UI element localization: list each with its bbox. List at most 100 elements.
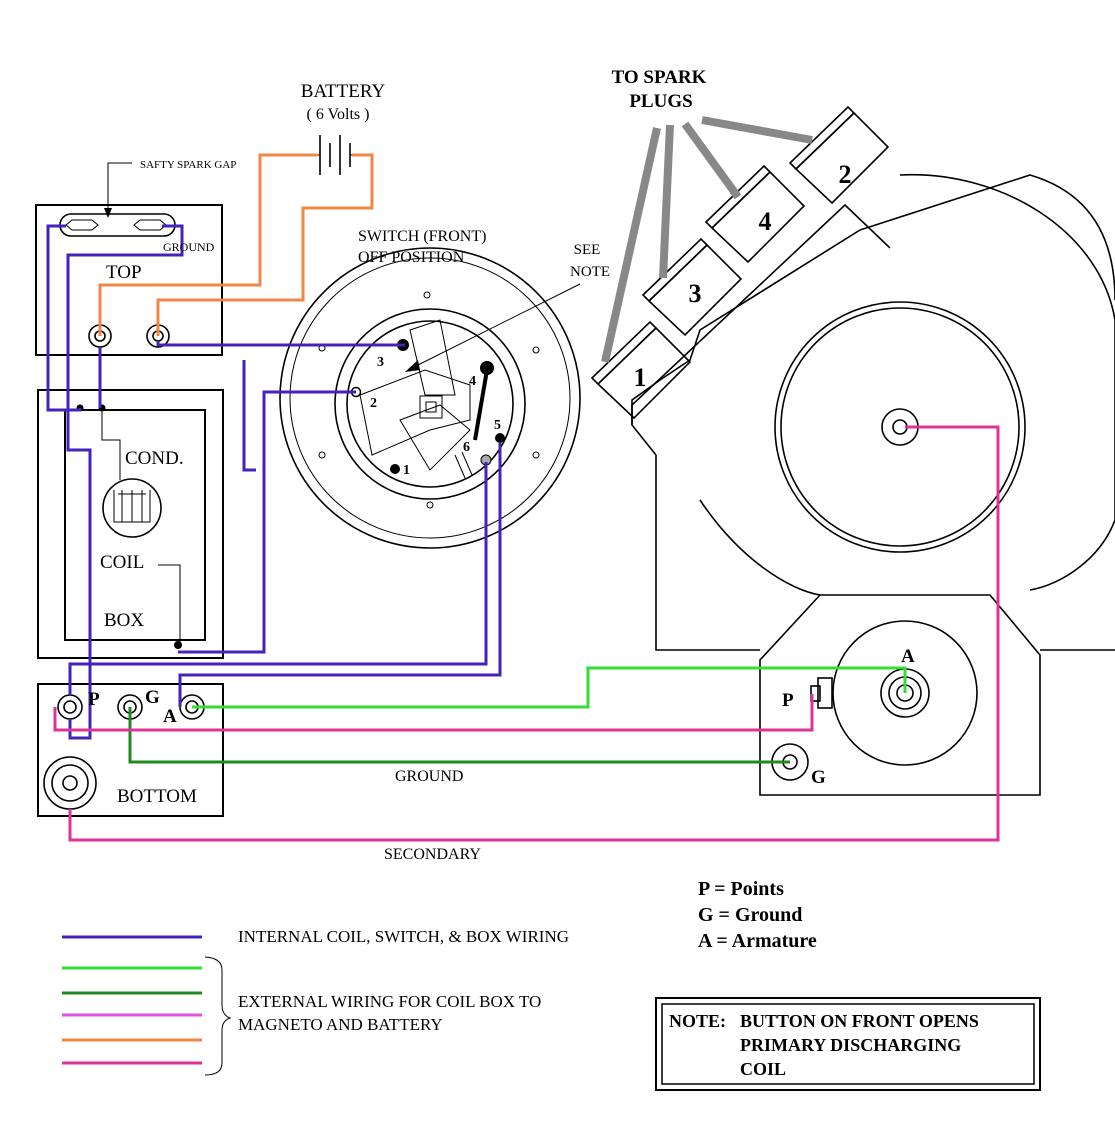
purple-internal-wiring — [46, 224, 502, 740]
legend-external-text-1: EXTERNAL WIRING FOR COIL BOX TO — [238, 992, 541, 1011]
legend-internal-text: INTERNAL COIL, SWITCH, & BOX WIRING — [238, 927, 569, 946]
note-ref-label: NOTE — [570, 264, 610, 280]
condenser-plates — [113, 490, 151, 523]
cond-label: COND. — [125, 448, 184, 469]
contact-label-4: 4 — [469, 374, 476, 389]
switch-plate-ring — [289, 257, 571, 539]
ground-wire — [128, 707, 790, 764]
contact-label-5: 5 — [494, 418, 501, 433]
note-line-1: BUTTON ON FRONT OPENS — [740, 1011, 979, 1031]
bottom-label: BOTTOM — [117, 786, 197, 807]
bottom-terminal-p — [57, 694, 83, 720]
battery-volts-label: ( 6 Volts ) — [307, 106, 370, 123]
note-prefix: NOTE: — [669, 1011, 726, 1031]
spark-gap-pointer — [107, 162, 132, 214]
ground-top-label: GROUND — [163, 240, 215, 254]
switch-dial-outer — [334, 308, 526, 500]
spark-gap-electrode-left — [65, 219, 99, 231]
spark-plug-leads — [601, 116, 813, 363]
safety-gap-label: SAFTY SPARK GAP — [140, 159, 236, 171]
plug-number-4: 4 — [759, 207, 772, 236]
orange-wire-2 — [156, 153, 374, 336]
spark-plugs-label-1: TO SPARK — [612, 67, 707, 88]
switch-label-2: OFF POSITION — [358, 249, 465, 266]
rotor-outer — [774, 301, 1026, 553]
spark-gap-arrowhead — [104, 208, 112, 218]
bottom-panel — [37, 683, 224, 817]
tower-edge — [631, 203, 891, 425]
plug-number-2: 2 — [839, 160, 852, 189]
terminal-g-label: G — [145, 687, 160, 708]
external-wiring — [53, 425, 1000, 842]
terminal-a-label: A — [163, 706, 177, 727]
orange-wire-1 — [98, 153, 318, 336]
ground-wire-label: GROUND — [395, 768, 463, 785]
coil-label: COIL — [100, 552, 144, 573]
legend-external-text-2: MAGNETO AND BATTERY — [238, 1015, 443, 1034]
plug-number-1: 1 — [634, 363, 647, 392]
box-label: BOX — [104, 610, 144, 631]
contact-label-1: 1 — [403, 463, 410, 478]
plug-socket-1 — [590, 320, 692, 420]
switch-lever-a — [409, 319, 456, 396]
secondary-terminal — [62, 775, 78, 791]
diagram-text: BATTERY ( 6 Volts ) SAFTY SPARK GAP GROU… — [88, 67, 979, 1079]
contact-label-3: 3 — [377, 355, 384, 370]
spark-gap-electrode-right — [133, 219, 167, 231]
magneto-base — [759, 594, 1041, 796]
switch-rotor — [359, 369, 471, 456]
rotor-inner — [780, 307, 1020, 547]
switch-label-1: SWITCH (FRONT) — [358, 228, 486, 245]
box-panel — [37, 389, 224, 659]
magneto-a-label: A — [901, 646, 915, 667]
magneto-housing — [631, 174, 1115, 651]
plug-socket-3 — [641, 237, 743, 337]
contact-label-6: 6 — [463, 440, 470, 455]
key-ground: G = Ground — [698, 904, 802, 926]
points-terminal — [810, 685, 821, 702]
note-box-inner — [661, 1003, 1035, 1085]
battery-label: BATTERY — [301, 81, 386, 102]
note-box-outer — [655, 997, 1041, 1091]
secondary-wire — [68, 425, 1000, 842]
magneto-body-curve — [699, 173, 1115, 596]
legend — [62, 935, 232, 1076]
key-armature: A = Armature — [698, 930, 817, 952]
rotor-center — [892, 419, 908, 435]
switch-shaft — [419, 395, 443, 419]
note-pointer — [411, 283, 581, 369]
key-points: P = Points — [698, 878, 784, 900]
spark-plugs-label-2: PLUGS — [629, 91, 692, 112]
plug-socket-2 — [788, 105, 890, 205]
contact-label-2: 2 — [370, 396, 377, 411]
secondary-wire-label: SECONDARY — [384, 846, 481, 863]
switch-contact-1 — [390, 464, 400, 474]
plug-socket-4 — [704, 164, 806, 264]
ignition-switch — [279, 247, 581, 549]
see-label: SEE — [574, 242, 601, 258]
armature-wire — [192, 666, 907, 709]
terminal-p-label: P — [88, 689, 100, 710]
note-line-2: PRIMARY DISCHARGING — [740, 1035, 961, 1055]
condenser-symbol — [102, 478, 162, 538]
magneto-g-label: G — [811, 767, 826, 788]
points-housing — [817, 677, 833, 709]
coil-lead — [158, 564, 181, 645]
switch-blade — [473, 369, 489, 441]
switch-contact-4 — [480, 361, 494, 375]
magneto — [631, 173, 1115, 796]
switch-contact-5 — [495, 433, 505, 443]
switch-dial-inner — [346, 320, 514, 488]
plug-number-3: 3 — [689, 279, 702, 308]
note-line-3: COIL — [740, 1059, 786, 1079]
coil-inner — [64, 409, 206, 641]
switch-plate-outer — [279, 247, 581, 549]
distributor-tower — [590, 105, 891, 425]
spark-gap-housing — [59, 213, 176, 237]
magneto-p-label: P — [782, 690, 794, 711]
coil-lead-top — [101, 410, 121, 480]
points-wire — [53, 694, 814, 732]
legend-brace — [204, 956, 232, 1076]
